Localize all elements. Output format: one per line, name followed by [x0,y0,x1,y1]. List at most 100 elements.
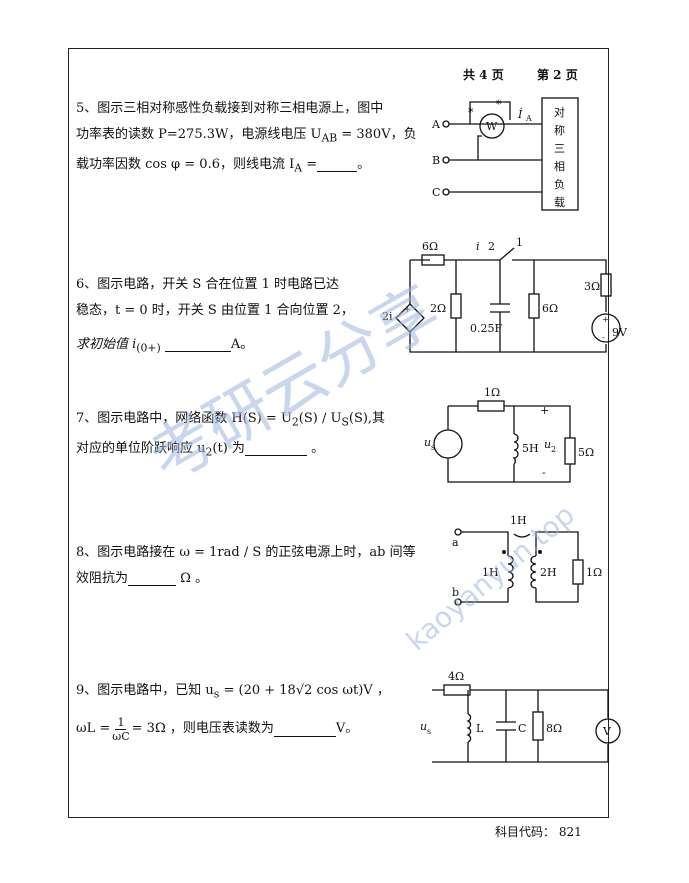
svg-text:-: - [602,333,605,342]
svg-text:u: u [424,436,431,449]
figure-q6-circuit: 6Ω + - 2i 2Ω 1 2 i 0.25F 6Ω 3Ω + - 9V [382,236,628,353]
svg-text:u: u [544,438,551,451]
three-phase-load-box [541,97,579,211]
resistor-1ohm: 1Ω [477,386,505,412]
resistor-5ohm: 5Ω [564,437,594,465]
source-us-label: u s [420,720,431,736]
resistor-6ohm-series: 6Ω [421,240,445,266]
terminal-a: A [431,118,450,131]
svg-text:8Ω: 8Ω [546,722,562,735]
total-pages: 共 4 页 [463,68,504,82]
svg-text:9V: 9V [612,326,628,339]
answer-blank-7[interactable] [244,441,307,456]
current-ia-label: İ A [517,107,532,123]
svg-text:B: B [432,154,440,167]
svg-text:1Ω: 1Ω [484,386,500,399]
terminal-c: C [432,186,450,199]
inductor-l1-1h: 1H [482,550,514,589]
svg-text:6Ω: 6Ω [422,240,438,253]
load-label: 对 称 三 相 负 载 [554,105,565,209]
svg-text:+: + [540,404,549,417]
svg-text:İ: İ [517,107,523,121]
output-voltage-u2: + u 2 - [540,404,556,479]
question-9: 9、图示电路中，已知 us = (20 + 18√2 cos ωt)V ， ωL… [76,683,390,743]
svg-text:三: 三 [554,142,565,155]
svg-text:称: 称 [554,123,565,137]
terminal-a: a [452,528,462,549]
svg-text:W: W [486,120,498,133]
svg-text:3Ω: 3Ω [584,280,600,293]
svg-text:+: + [404,305,411,314]
svg-text:2H: 2H [540,566,557,579]
terminal-b: B [432,154,450,167]
svg-text:2: 2 [488,240,495,253]
figure-q7-circuit: 1Ω u s 5H 5Ω + u 2 - [424,386,594,483]
answer-blank-6[interactable] [164,337,231,352]
voltmeter: V [595,718,621,744]
question-8: 8、图示电路接在 ω = 1rad / S 的正弦电源上时，ab 间等 效阻抗为… [76,545,416,586]
svg-text:A: A [525,114,532,123]
inductor-5h: 5H [512,433,539,465]
svg-text:5H: 5H [522,442,539,455]
figure-q8-circuit: a b 1H 1H 2H 1Ω [452,514,602,606]
answer-blank-5[interactable] [317,157,358,172]
dependent-source: + - 2i [382,303,425,333]
svg-text:2Ω: 2Ω [430,302,446,315]
svg-text:C: C [432,186,440,199]
switch-s: 1 2 i [476,236,523,261]
svg-text:V: V [602,725,612,738]
capacitor-025f: 0.25F [470,260,510,352]
voltage-source-9v: + - 9V [591,313,628,343]
svg-text:L: L [476,722,484,735]
svg-text:1H: 1H [482,566,499,579]
answer-blank-8[interactable] [128,571,177,586]
svg-text:载: 载 [554,196,565,209]
answer-blank-9[interactable] [273,722,336,737]
current-page: 第 2 页 [537,68,578,82]
svg-text:+: + [602,315,609,324]
svg-text:*: * [468,106,474,119]
subject-code: 科目代码： 821 [495,825,582,839]
svg-text:2: 2 [551,445,556,454]
page-frame [68,48,609,818]
svg-text:s: s [427,727,431,736]
svg-text:负: 负 [554,177,565,191]
svg-text:对: 对 [554,105,565,119]
svg-text:-: - [542,466,546,479]
figure-q5-circuit: A B C W * * İ A 对 称 三 相 负 载 [431,97,579,211]
svg-text:6Ω: 6Ω [542,302,558,315]
svg-text:-: - [405,323,408,332]
svg-text:u: u [420,720,427,733]
question-6: 6、图示电路，开关 S 合在位置 1 时电路已达 稳态，t = 0 时，开关 S… [76,277,354,355]
voltage-source-us: u s [424,429,463,459]
resistor-6ohm-shunt: 6Ω [528,260,558,352]
resistor-3ohm: 3Ω [584,273,612,312]
svg-text:i: i [476,240,480,253]
svg-text:s: s [431,443,435,452]
svg-text:1H: 1H [510,514,527,527]
resistor-8ohm: 8Ω [532,711,562,741]
resistor-1ohm: 1Ω [572,559,602,585]
resistor-4ohm: 4Ω [443,670,471,696]
svg-text:b: b [452,586,459,599]
svg-text:0.25F: 0.25F [470,322,502,335]
fraction: 1 ωC [112,715,130,743]
question-7: 7、图示电路中，网络函数 H(S) = U2(S) / US(S),其 对应的单… [76,411,386,459]
svg-text:4Ω: 4Ω [448,670,464,683]
inductor-l2-2h: 2H [530,550,557,589]
inductor-l: L [466,713,484,743]
svg-text:1Ω: 1Ω [586,566,602,579]
svg-text:相: 相 [554,160,565,173]
svg-text:a: a [452,536,459,549]
capacitor-c: C [496,721,526,735]
svg-text:5Ω: 5Ω [578,446,594,459]
svg-text:*: * [496,98,502,111]
svg-text:1: 1 [516,236,523,249]
svg-text:2i: 2i [382,310,393,323]
figure-q9-circuit: 4Ω u s L C 8Ω V [420,670,621,763]
svg-text:C: C [518,722,526,735]
wattmeter: W [479,113,505,139]
question-5: 5、图示三相对称感性负载接到对称三相电源上，图中 功率表的读数 P=275.3W… [76,101,417,175]
svg-text:A: A [431,118,441,131]
mutual-inductance-label: 1H [510,514,531,538]
